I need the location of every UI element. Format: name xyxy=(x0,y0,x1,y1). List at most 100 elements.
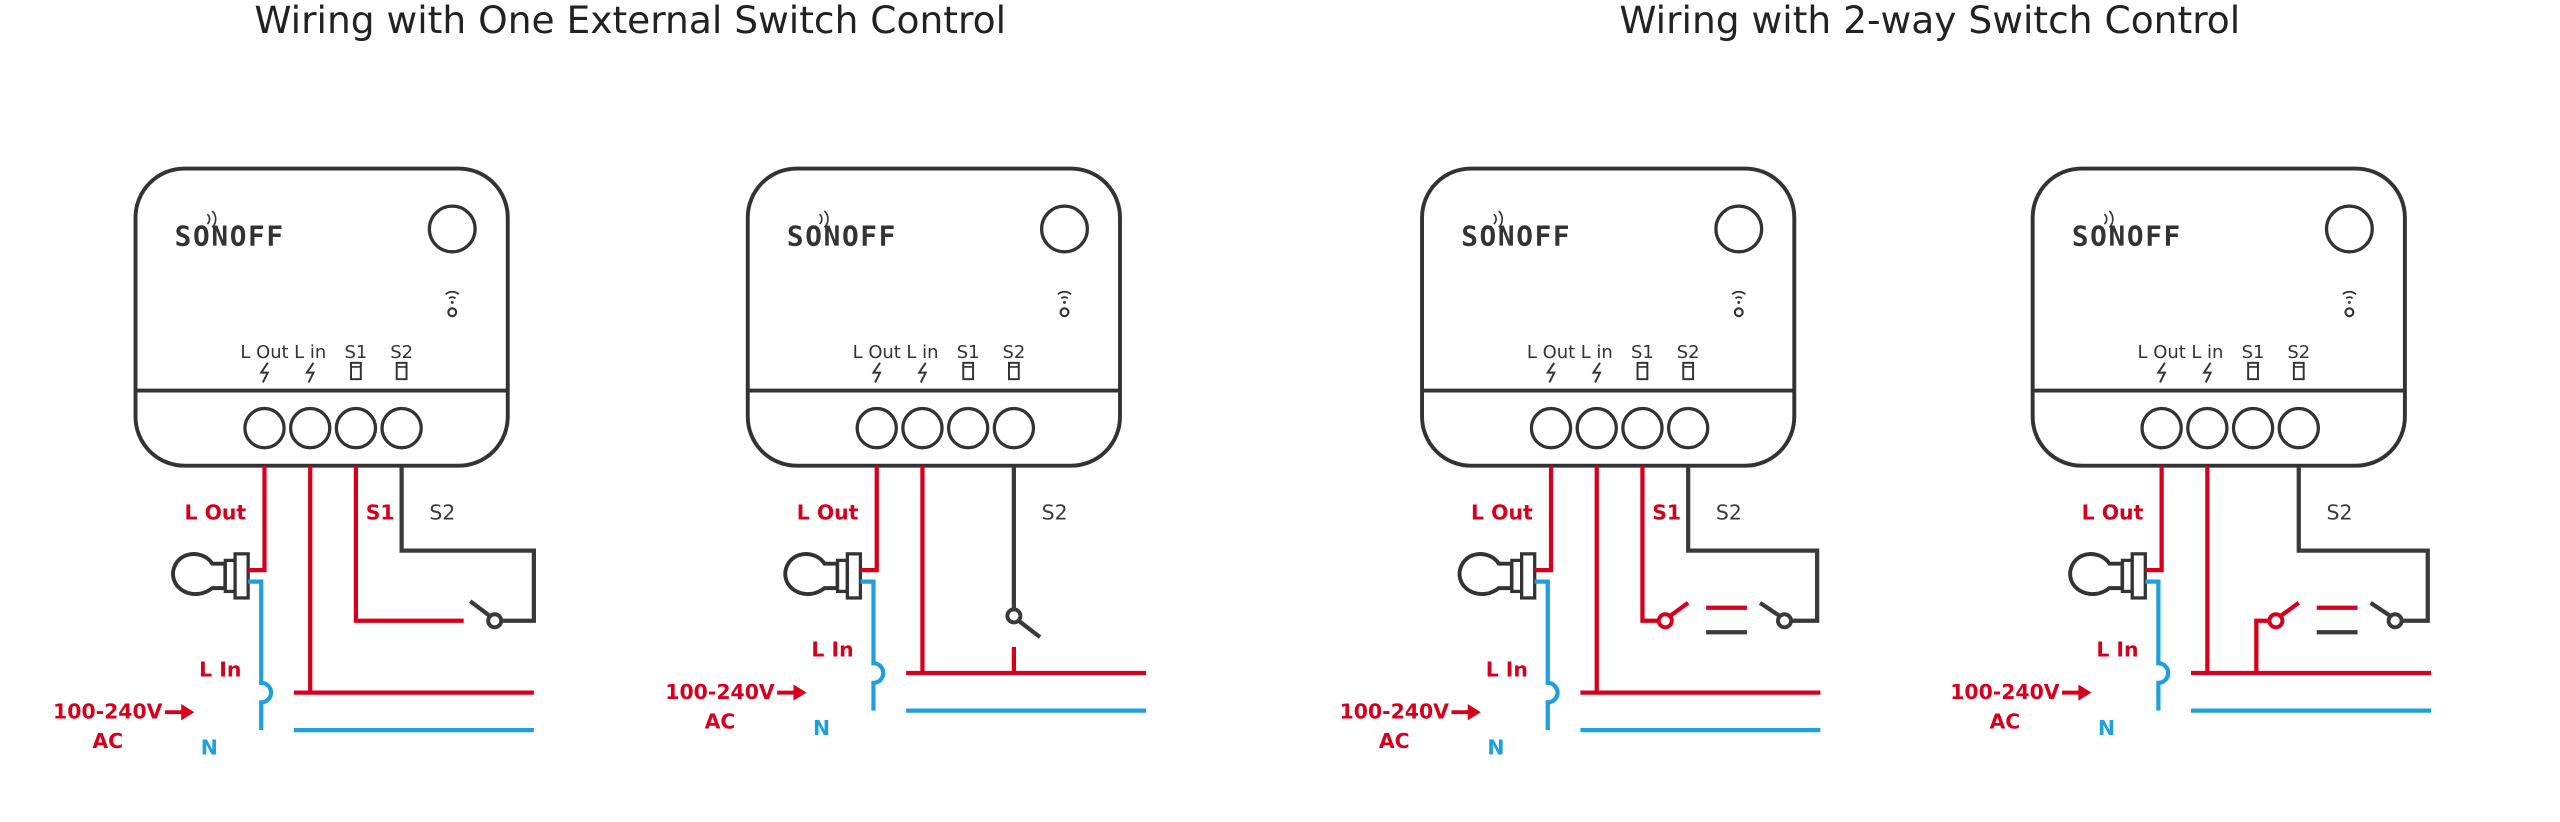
terminal-screw xyxy=(334,406,378,450)
terminal-screw xyxy=(380,406,423,450)
wifi-led-icon xyxy=(445,290,460,318)
terminal-screw xyxy=(1621,406,1664,450)
l-in-label: L In xyxy=(1486,657,1528,681)
terminal-screw xyxy=(288,406,332,450)
switch-live-wire xyxy=(2254,618,2268,674)
supply-voltage-label: 100-240V xyxy=(1950,680,2060,704)
arrow-icon xyxy=(181,704,195,721)
led-indicator xyxy=(1733,307,1744,318)
terminal-label: S2 xyxy=(390,342,413,363)
switch-terminal-icon xyxy=(1636,361,1649,381)
light-bulb-icon xyxy=(783,552,863,600)
s2-wire xyxy=(2296,465,2430,623)
n-label: N xyxy=(2098,716,2115,740)
terminal-screw xyxy=(901,406,944,450)
bulb-socket xyxy=(233,552,250,600)
led-indicator xyxy=(447,307,458,318)
wifi-led-icon xyxy=(2342,290,2357,318)
l-out-wire xyxy=(2145,465,2164,573)
signal-icon xyxy=(206,210,217,228)
switch-terminal-icon xyxy=(1008,361,1020,381)
terminal-label: L Out xyxy=(2138,342,2186,363)
sonoff-logo: SONOFF xyxy=(787,219,897,252)
sonoff-logo: SONOFF xyxy=(2072,219,2182,252)
switch-terminal-icon xyxy=(395,361,408,381)
sonoff-logo: SONOFF xyxy=(175,219,285,252)
switch-b-pivot xyxy=(2386,612,2404,630)
lightning-icon xyxy=(2202,362,2213,383)
led-indicator xyxy=(1059,307,1070,318)
switch-terminal-icon xyxy=(350,361,362,381)
bulb-glass xyxy=(1457,552,1514,597)
wifi-dot xyxy=(1063,300,1066,304)
wifi-led-icon xyxy=(1057,290,1072,318)
load-neutral-wire xyxy=(248,579,274,731)
terminal-label: L Out xyxy=(240,342,288,363)
switch-a-pivot xyxy=(2267,612,2285,630)
n-label: N xyxy=(813,716,830,740)
l-out-label: L Out xyxy=(2082,501,2144,525)
terminal-screw xyxy=(992,406,1036,450)
terminal-screw xyxy=(2277,406,2320,450)
bulb-socket xyxy=(845,552,863,600)
light-bulb-icon xyxy=(2068,552,2147,600)
s1-label: S1 xyxy=(1652,501,1681,525)
signal-icon xyxy=(2103,210,2114,228)
switch-b-pivot xyxy=(1776,612,1793,630)
l-in-label: L In xyxy=(199,657,241,681)
terminal-label: L in xyxy=(1581,342,1613,363)
light-bulb-icon xyxy=(171,552,250,600)
bulb-glass xyxy=(783,552,840,597)
bulb-socket xyxy=(1520,552,1537,600)
terminal-screw xyxy=(2140,406,2183,450)
arrow-icon xyxy=(2078,684,2092,701)
terminal-label: S2 xyxy=(2287,342,2310,363)
l-out-label: L Out xyxy=(797,501,859,525)
s1-wire xyxy=(1640,465,1659,623)
switch-b-lever xyxy=(1758,601,1781,618)
switch-b-lever xyxy=(2369,601,2392,618)
pairing-button xyxy=(2324,204,2374,254)
bulb-glass xyxy=(2068,552,2125,597)
pairing-button xyxy=(427,204,477,254)
lightning-icon xyxy=(259,362,270,383)
supply-voltage-label: 100-240V xyxy=(665,680,775,704)
pairing-button xyxy=(1714,204,1764,254)
switch-a-pivot xyxy=(1656,612,1674,630)
title-two-way-switch: Wiring with 2-way Switch Control xyxy=(1619,0,2240,42)
supply-ac-label: AC xyxy=(92,729,123,753)
lightning-icon xyxy=(917,362,928,383)
wifi-arc xyxy=(445,290,460,300)
supply-ac-label: AC xyxy=(1379,729,1410,753)
pairing-button xyxy=(1040,204,1089,254)
l-out-label: L Out xyxy=(1471,501,1533,525)
wifi-led-icon xyxy=(1731,290,1746,318)
wifi-arc xyxy=(1057,290,1072,300)
switch-terminal-icon xyxy=(2247,361,2259,381)
terminal-label: L Out xyxy=(853,342,901,363)
switch-lever xyxy=(1017,619,1042,639)
switch-lever xyxy=(468,599,492,618)
wifi-dot xyxy=(2347,300,2351,304)
lightning-icon xyxy=(871,362,882,383)
terminal-label: S2 xyxy=(1677,342,1700,363)
switch-pivot xyxy=(486,612,504,630)
l-out-wire xyxy=(248,465,267,573)
lightning-icon xyxy=(1545,362,1556,383)
external-switch xyxy=(353,465,536,630)
load-neutral-wire xyxy=(1534,579,1560,731)
terminal-label: S1 xyxy=(345,342,368,363)
switch-terminal-icon xyxy=(962,361,975,381)
s1-label: S1 xyxy=(366,501,395,525)
s2-wire xyxy=(1686,465,1820,623)
s2-label: S2 xyxy=(429,501,455,525)
lightning-icon xyxy=(1591,362,1602,383)
arrow-icon xyxy=(1467,704,1481,721)
